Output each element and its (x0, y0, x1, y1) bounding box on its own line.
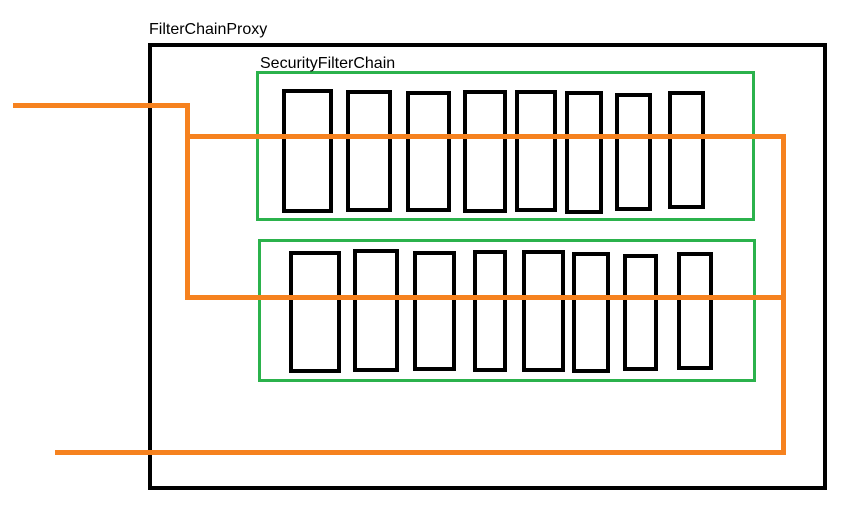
flow-line-chain2-segment (185, 295, 786, 300)
filter-box (623, 254, 658, 371)
flow-line-entry-segment (13, 103, 190, 108)
security-filter-chain-label: SecurityFilterChain (260, 55, 396, 72)
filter-box (615, 93, 652, 211)
filter-box (282, 89, 333, 213)
filter-box (572, 252, 610, 373)
filter-box (346, 90, 392, 212)
filter-chain-proxy-label: FilterChainProxy (149, 21, 268, 38)
filter-box (565, 91, 603, 214)
filter-box (353, 249, 399, 372)
filter-box (406, 91, 451, 212)
flow-line-right-vertical-segment (781, 134, 786, 455)
filter-box (413, 251, 456, 371)
filter-box (473, 250, 507, 372)
security-filter-chain-2-box (258, 239, 756, 382)
filter-box (463, 90, 507, 213)
filter-chain-proxy-box (148, 43, 827, 490)
security-filter-chain-1-box (256, 71, 755, 221)
filter-box (289, 251, 341, 373)
filter-box (522, 250, 565, 372)
flow-line-left-vertical-segment (185, 103, 190, 300)
flow-line-chain1-segment (185, 134, 786, 139)
filter-box (668, 91, 705, 209)
filter-box (677, 252, 713, 370)
filter-box (515, 90, 557, 212)
flow-line-exit-segment (55, 450, 786, 455)
